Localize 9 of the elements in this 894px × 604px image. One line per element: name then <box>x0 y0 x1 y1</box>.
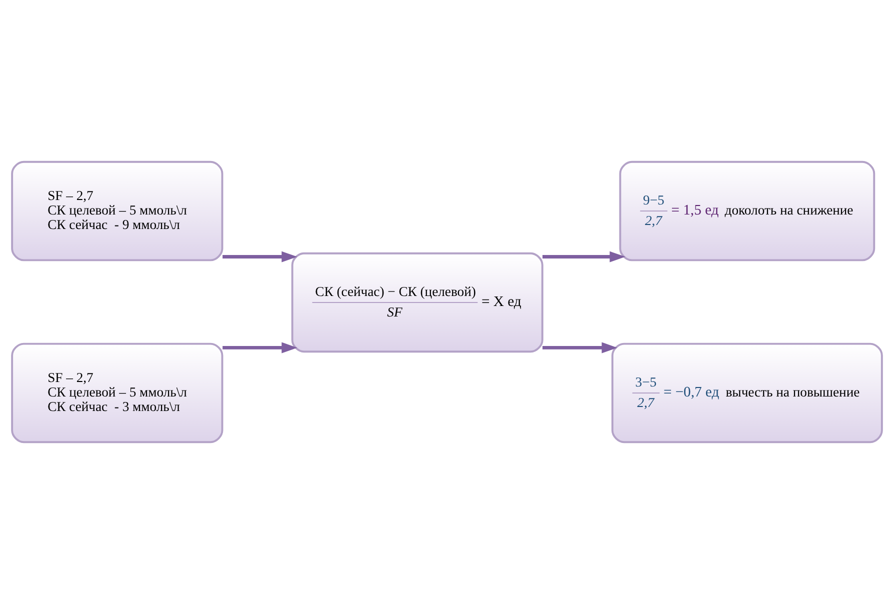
node-box: 9−5 = 1,5 ед доколоть на снижение 2,7 <box>619 160 876 262</box>
arrow <box>222 251 298 262</box>
node-box: 3−5 = −0,7 ед вычесть на повышение 2,7 <box>611 342 883 444</box>
arrow <box>542 342 618 354</box>
arrow <box>542 251 626 262</box>
node-box: СК (сейчас) − СК (целевой) = X ед SF <box>291 252 544 353</box>
node-box: SF – 2,7 СК целевой – 5 ммоль\л СК сейчас - 3 ммоль\л <box>11 342 224 444</box>
arrow <box>222 342 298 354</box>
node-box: SF – 2,7 СК целевой – 5 ммоль\л СК сейчас - 9 ммоль\л <box>11 160 224 262</box>
